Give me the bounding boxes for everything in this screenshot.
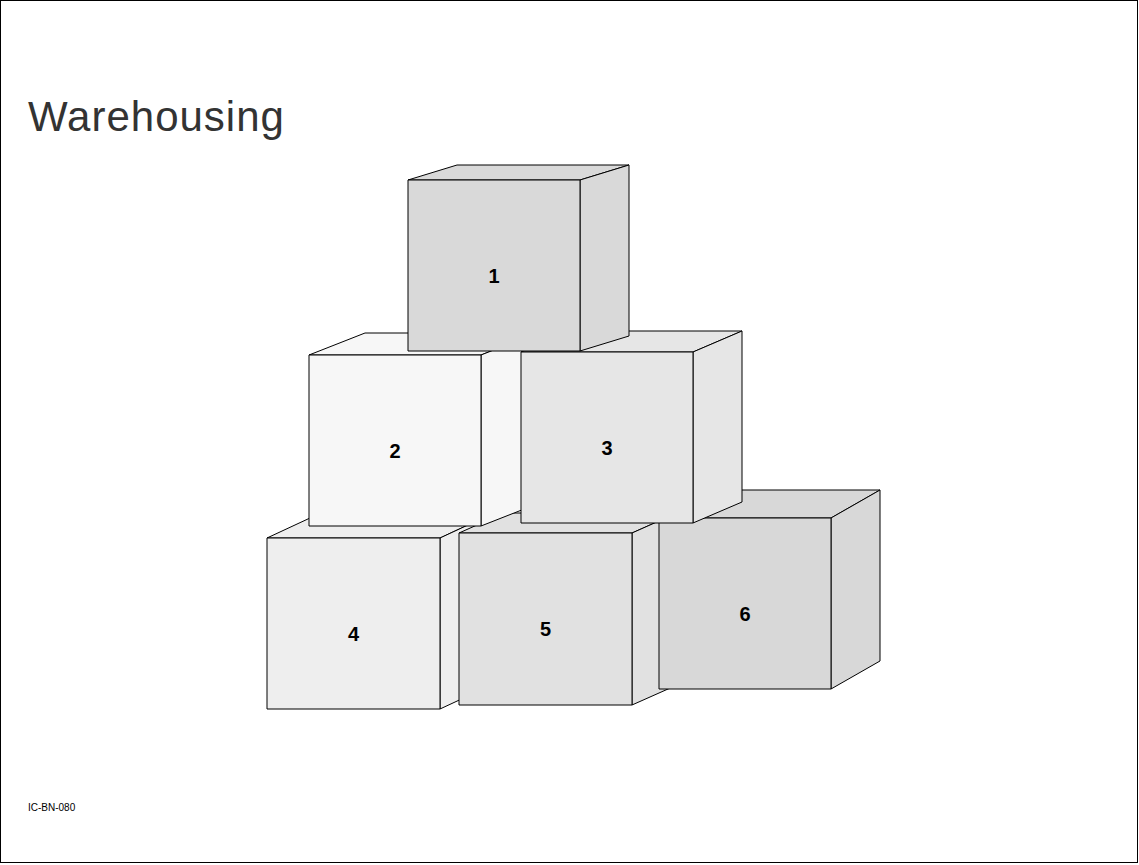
cube-front (267, 538, 440, 709)
cube-outline (459, 513, 677, 705)
cube-outline (408, 165, 629, 351)
cube-number: 1 (408, 264, 580, 288)
cube-number: 3 (521, 436, 693, 460)
numbered-cube: 4 (267, 518, 483, 709)
cube-outline (521, 331, 742, 523)
cube-side (580, 165, 629, 351)
slide-code: IC-BN-080 (28, 802, 75, 814)
cube-number: 2 (309, 439, 481, 463)
cube-front (309, 355, 481, 526)
cube-number: 6 (659, 602, 831, 626)
cube-number: 4 (267, 622, 440, 646)
cube-front (521, 352, 693, 523)
cube-outline (267, 518, 483, 709)
cube-front (459, 533, 632, 705)
cube-front (659, 518, 831, 689)
numbered-cube: 3 (521, 331, 742, 523)
cube-side (693, 331, 742, 523)
numbered-cube: 1 (408, 165, 629, 351)
cube-outline (309, 333, 537, 526)
numbered-cube: 5 (459, 513, 677, 705)
cube-front (408, 180, 580, 351)
cube-side (831, 490, 880, 689)
numbered-cube: 2 (309, 333, 537, 526)
slide-title: Warehousing (28, 92, 285, 142)
cube-number: 5 (459, 617, 632, 641)
